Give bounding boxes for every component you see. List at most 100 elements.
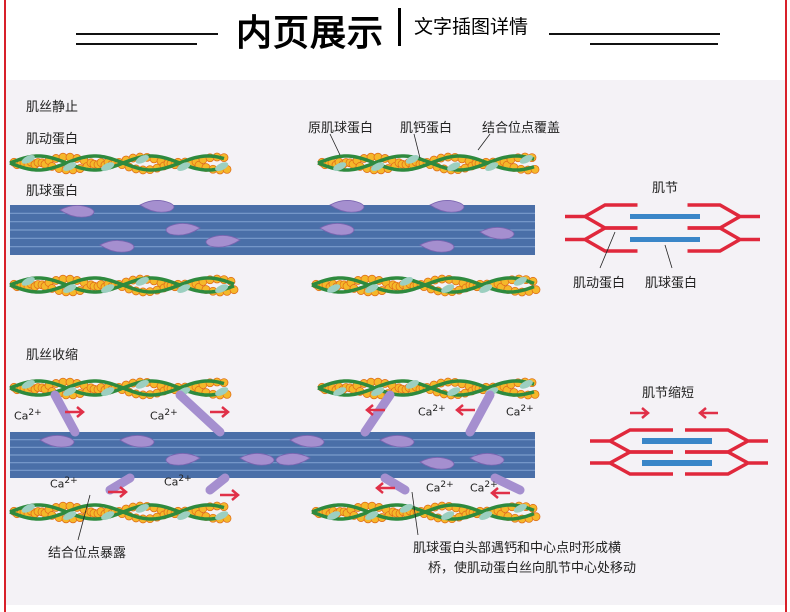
myosin-head: [39, 435, 75, 448]
myosin-head: [289, 435, 325, 448]
troponin: [215, 162, 229, 171]
title-divider: [398, 8, 401, 46]
label-sarcomere: 肌节: [652, 181, 679, 196]
myosin-head: [379, 435, 415, 448]
troponin: [327, 284, 341, 293]
myosin-head: [165, 453, 201, 466]
troponin: [21, 380, 35, 389]
myosin-head: [239, 453, 275, 466]
calcium-label: Ca2+: [506, 404, 534, 419]
calcium-label: Ca2+: [470, 480, 498, 495]
myosin-head: [59, 205, 95, 218]
header-rule: [549, 33, 720, 35]
troponin: [63, 284, 77, 293]
page-border-left: [4, 0, 6, 612]
troponin: [371, 162, 385, 171]
troponin: [371, 387, 385, 396]
z-disc-actin-lines: [565, 226, 760, 253]
header-rule: [76, 43, 197, 45]
myosin-head: [429, 200, 465, 213]
leader-line: [664, 244, 673, 269]
troponin: [215, 387, 229, 396]
direction-arrow: [108, 486, 128, 498]
cross-bridge: [175, 390, 225, 437]
myosin-head: [139, 200, 175, 213]
leader-line: [411, 491, 419, 536]
label-sarcomere-myosin: 肌球蛋白: [645, 276, 698, 291]
label-binding-covered: 结合位点覆盖: [482, 121, 561, 136]
troponin: [21, 504, 35, 513]
z-disc-actin-lines: [590, 450, 768, 476]
leader-line: [77, 494, 91, 541]
header-rule: [76, 33, 218, 35]
tropomyosin-strand: [317, 154, 535, 172]
troponin: [447, 162, 461, 171]
label-rest: 肌丝静止: [26, 100, 79, 115]
tropomyosin-strand: [317, 379, 535, 397]
troponin: [21, 155, 35, 164]
troponin: [333, 387, 347, 396]
troponin: [513, 277, 527, 286]
myosin-head: [419, 457, 455, 470]
troponin: [101, 162, 115, 171]
troponin: [333, 162, 347, 171]
calcium-label: Ca2+: [150, 408, 178, 423]
tropomyosin-strand: [317, 154, 535, 172]
direction-arrow: [375, 482, 395, 494]
troponin: [519, 155, 533, 164]
troponin: [365, 511, 379, 520]
myosin-head: [329, 200, 365, 213]
calcium-label: Ca2+: [164, 474, 192, 489]
troponin: [177, 511, 191, 520]
myosin-head: [165, 223, 201, 236]
tropomyosin-strand: [311, 503, 535, 521]
leader-line: [329, 133, 341, 156]
troponin: [177, 284, 191, 293]
page-title: 内页展示: [236, 13, 385, 54]
troponin: [21, 277, 35, 286]
cross-bridge: [105, 473, 135, 495]
cross-bridge: [50, 390, 80, 437]
troponin: [135, 155, 149, 164]
tropomyosin-strand: [311, 276, 535, 294]
leader-line: [413, 133, 421, 159]
troponin: [135, 277, 149, 286]
cross-bridge: [360, 390, 395, 437]
troponin: [479, 284, 493, 293]
myosin-head: [99, 240, 135, 253]
calcium-label: Ca2+: [418, 404, 446, 419]
direction-arrow: [210, 406, 230, 418]
troponin: [399, 504, 413, 513]
direction-arrow: [365, 404, 385, 416]
troponin: [327, 511, 341, 520]
leader-line: [477, 133, 491, 151]
troponin: [135, 504, 149, 513]
page-border-right: [785, 0, 787, 612]
direction-arrow: [490, 487, 510, 499]
troponin: [365, 284, 379, 293]
leader-line: [599, 231, 616, 269]
myosin-head: [469, 453, 505, 466]
troponin: [485, 162, 499, 171]
label-troponin: 肌钙蛋白: [400, 121, 453, 136]
myosin-head: [479, 227, 515, 240]
tropomyosin-strand: [9, 276, 235, 294]
cross-bridge: [465, 390, 495, 437]
label-actin: 肌动蛋白: [26, 132, 79, 147]
cross-bridge: [380, 473, 410, 495]
calcium-label: Ca2+: [426, 480, 454, 495]
troponin: [405, 155, 419, 164]
troponin: [519, 380, 533, 389]
troponin: [101, 511, 115, 520]
header-rule: [590, 43, 718, 45]
troponin: [399, 277, 413, 286]
troponin: [441, 511, 455, 520]
troponin: [101, 284, 115, 293]
troponin: [215, 511, 229, 520]
label-tropomyosin: 原肌球蛋白: [308, 121, 374, 136]
direction-arrow: [220, 489, 240, 501]
tropomyosin-strand: [9, 154, 225, 172]
direction-arrow: [630, 407, 650, 419]
direction-arrow: [698, 407, 718, 419]
